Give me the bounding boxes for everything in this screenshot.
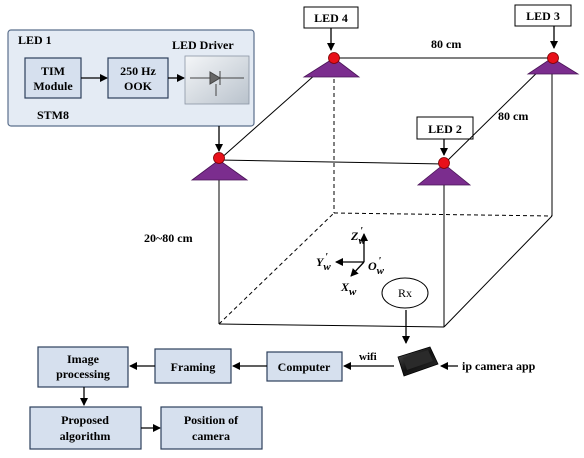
diode-symbol-icon [190,71,244,96]
proposed-algorithm-label-2: algorithm [60,429,111,443]
dimension-width-label: 80 cm [431,37,461,51]
tim-module-label-1: TIM [41,64,65,78]
z-axis-label: Zw' [350,225,366,247]
proposed-algorithm-label-1: Proposed [61,413,109,427]
led3-label: LED 3 [526,9,560,23]
tim-module-label-2: Module [33,79,73,93]
led4-fixture [302,52,361,78]
led4-label: LED 4 [314,11,348,25]
receiver: Rx [381,277,429,344]
framing-label: Framing [171,360,216,374]
computer-box: Computer [266,351,343,382]
led2-fixture [416,157,472,186]
smartphone-icon [397,346,439,377]
ip-camera-app-label: ip camera app [462,359,536,373]
image-processing-box: Image processing [37,346,129,388]
image-processing-label-2: processing [56,367,110,381]
ook-box [107,57,169,99]
image-processing-label-1: Image [67,352,100,366]
stm8-label: STM8 [37,108,69,122]
wifi-label: wifi [359,351,377,363]
led1-dot-icon [213,152,225,164]
x-axis-label: Xw [340,280,357,298]
framing-box: Framing [154,348,232,384]
led4-label-box: LED 4 [303,6,359,29]
position-of-camera-label-2: camera [192,429,230,443]
computer-label: Computer [278,360,331,374]
led2-label: LED 2 [428,122,462,136]
led2-dot-icon [438,157,450,169]
edge-bottom-front [218,323,445,328]
led3-dot-icon [547,52,559,64]
room-wireframe [218,57,553,328]
led1-fixture [190,152,249,181]
dimension-height-label: 20~80 cm [144,231,193,245]
y-axis-label: Yw' [316,251,331,273]
led1-title: LED 1 [18,33,52,47]
led2-label-box: LED 2 [416,116,474,140]
led1-control-panel: LED 1 TIM Module 250 Hz OOK LED Driver S… [7,29,255,127]
world-axes: Zw' Yw' Xw Ow' [316,225,385,298]
led-driver-label: LED Driver [172,38,234,52]
edge-top-front [218,159,445,165]
position-of-camera-label-1: Position of [184,413,239,427]
receiver-label: Rx [398,286,412,300]
tim-module-box [24,57,82,99]
origin-label: Ow' [368,255,385,277]
position-of-camera-box: Position of camera [160,406,263,450]
edge-top-right [443,57,553,165]
hidden-bottom-back [333,212,553,217]
receiver-ellipse [381,277,429,309]
led3-fixture [526,52,580,75]
led3-label-box: LED 3 [514,4,572,27]
x-axis-arrow [350,261,365,277]
room-hidden-edges [218,72,553,325]
led4-dot-icon [328,52,340,64]
proposed-algorithm-box: Proposed algorithm [29,406,142,450]
ook-label-1: 250 Hz [120,64,156,78]
dimension-depth-label: 80 cm [498,109,528,123]
edge-bottom-right [443,215,553,328]
hidden-bottom-left [218,212,335,325]
ook-label-2: OOK [124,79,153,93]
